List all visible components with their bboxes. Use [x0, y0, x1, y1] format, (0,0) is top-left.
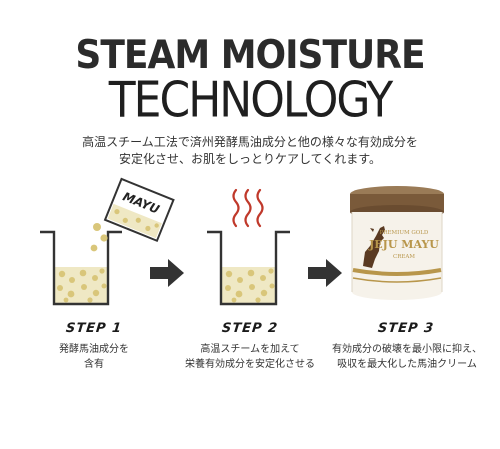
jar-brand-top: PREMIUM GOLD — [380, 230, 429, 236]
step-3-description: 有効成分の破壊を最小限に抑え、 吸収を最大化した馬油クリーム — [321, 342, 493, 372]
description-line-2: 安定化させ、お肌をしっとりケアしてくれます。 — [118, 152, 382, 166]
step-1-label: STEP 1 — [65, 321, 123, 336]
arrow-icon-2 — [308, 259, 342, 287]
step2-container-icon — [207, 230, 290, 306]
mayu-packet-icon: MAYU — [103, 177, 175, 243]
title-technology: TECHNOLOGY — [108, 71, 393, 129]
steam-icon — [232, 188, 264, 228]
jar-brand-main: JEJU MAYU — [368, 238, 439, 251]
jeju-mayu-cream-jar-icon: PREMIUM GOLD JEJU MAYU CREAM — [350, 186, 444, 300]
step-3-line-2: 吸収を最大化した馬油クリーム — [337, 359, 477, 370]
step1-container-icon — [40, 230, 122, 306]
step-1-line-2: 含有 — [84, 359, 104, 370]
step-2-description: 高温スチームを加えて 栄養有効成分を安定化させる — [165, 342, 335, 372]
step-2-line-2: 栄養有効成分を安定化させる — [185, 359, 315, 370]
falling-drops — [90, 223, 108, 252]
jar-brand-sub: CREAM — [393, 254, 415, 260]
step-1-line-1: 発酵馬油成分を — [59, 344, 129, 355]
step-2-label: STEP 2 — [221, 321, 279, 336]
step-2-line-1: 高温スチームを加えて — [200, 344, 300, 355]
process-illustration: MAYU PREMIUM GOLD JEJU MAY — [40, 177, 444, 306]
step-1-description: 発酵馬油成分を 含有 — [14, 342, 174, 372]
step-3-line-1: 有効成分の破壊を最小限に抑え、 — [332, 344, 482, 355]
title-steam-moisture: STEAM MOISTURE — [75, 33, 425, 78]
description-line-1: 高温スチーム工法で済州発酵馬油成分と他の様々な有効成分を — [82, 135, 418, 149]
arrow-icon-1 — [150, 259, 184, 287]
step-3-label: STEP 3 — [377, 321, 435, 336]
